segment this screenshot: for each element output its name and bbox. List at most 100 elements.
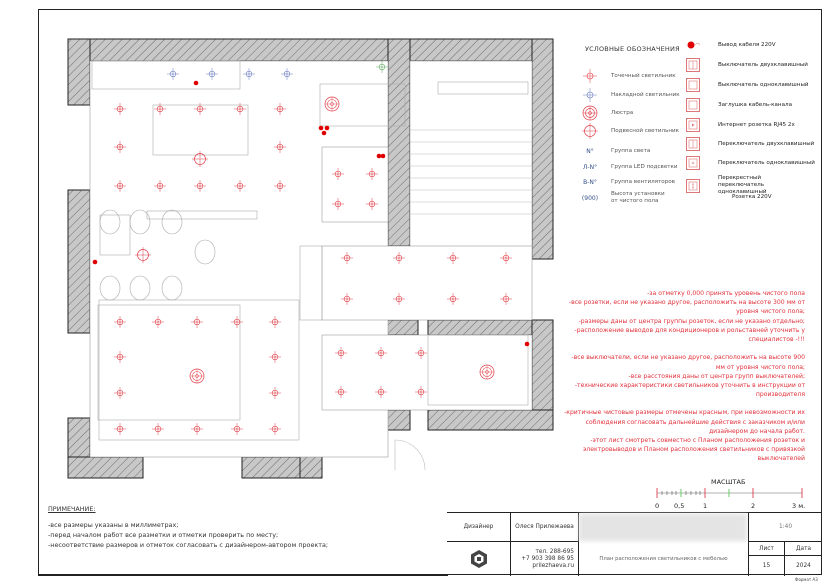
spot-light-icon (194, 180, 206, 192)
legend-item: N°Группа света (575, 143, 725, 159)
spot-light-icon (194, 103, 206, 115)
legend-label: Перекрестный переключатель одноклавишный (718, 175, 767, 195)
legend-item: Точечный светильник (575, 68, 725, 84)
chandelier-icon (189, 368, 205, 384)
chair (99, 209, 121, 235)
designer-contacts: тел. 288-695 +7 903 398 86 95 prilezhaev… (511, 542, 579, 576)
cable-outlet-icon (376, 153, 382, 159)
single-switch-icon (686, 78, 700, 92)
note-line: -за отметку 0,000 принять уровень чистог… (647, 290, 805, 297)
spot-light-icon (341, 252, 353, 264)
spot-light-icon (375, 386, 387, 398)
legend-item: Л-N°Группа LED подсветки (575, 159, 725, 175)
note-line: -расположение выводов для кондиционеров … (574, 326, 805, 334)
chandelier-icon (324, 96, 340, 112)
surface-light-icon (575, 86, 605, 104)
spot-light-icon (447, 293, 459, 305)
cross-switch-icon (686, 178, 700, 193)
legend-label: Группа света (611, 147, 651, 154)
spot-light-icon (191, 423, 203, 435)
surface-light-icon (167, 68, 179, 80)
legend-item: Накладной светильник (575, 87, 725, 103)
spot-light-icon (274, 141, 286, 153)
note-line: дизайнером до начала работ. (708, 427, 805, 435)
spot-light-icon (234, 180, 246, 192)
legend-item: Выключатель двухклавишный (686, 58, 816, 72)
spot-light-icon (231, 316, 243, 328)
spot-light-icon (191, 316, 203, 328)
legend-label: Заглушка кабель-канала (718, 101, 793, 108)
remark-title: ПРИМЕЧАНИЕ: (48, 505, 96, 513)
room (321, 146, 389, 223)
remark-line: -перед началом работ все разметки и отме… (48, 531, 279, 539)
note-line: -все расстояния даны от центра групп вык… (628, 372, 805, 380)
phone-1: тел. 288-695 (535, 548, 574, 555)
wall (531, 38, 554, 260)
spot-light-icon (393, 252, 405, 264)
chair (194, 239, 216, 265)
date-value: 2024 (796, 563, 811, 569)
furniture-outline (427, 334, 529, 406)
spot-light-icon (447, 252, 459, 264)
pendant-light-icon (575, 122, 605, 140)
scale-value: 1:40 (748, 513, 822, 542)
furniture-outline (97, 304, 241, 421)
note-line: -все розетки, если не указано другое, ра… (568, 299, 805, 307)
format-label: Формат А3 (795, 577, 818, 582)
spot-light-icon (366, 198, 378, 210)
spot-light-icon (152, 423, 164, 435)
chair (129, 209, 151, 235)
wall (67, 38, 554, 62)
legend-label: Люстра (611, 109, 634, 116)
cable-outlet-icon (92, 259, 98, 265)
furniture-outline (152, 104, 249, 156)
note-line: -технические характеристики светильников… (574, 381, 805, 389)
furniture-outline (437, 81, 529, 95)
note-line: -критичные чистовые размеры отмечены кра… (564, 409, 805, 417)
note-line: -размеры даны от центра группы розеток, … (578, 317, 805, 325)
legend-label: Подвесной светильник (611, 127, 680, 134)
spot-light-icon (274, 180, 286, 192)
double-switch-icon (686, 58, 700, 72)
spot-light-icon (500, 293, 512, 305)
entrance-door (394, 439, 426, 471)
pendant-light-icon (135, 247, 151, 263)
legend-label: Переключатель двухклавишный (718, 140, 815, 147)
spot-light-icon (375, 347, 387, 359)
pendant-light-icon (192, 151, 208, 167)
spot-light-icon (575, 67, 605, 85)
wall (387, 38, 411, 247)
remark-line: -несоответствие размеров и отметок согла… (48, 541, 329, 549)
chair (129, 275, 151, 301)
spot-light-icon (274, 103, 286, 115)
spot-light-icon (269, 387, 281, 399)
furniture-outline (91, 60, 241, 90)
single-toggle-switch-icon (686, 156, 700, 170)
note-line: -все выключатели, если не указано другое… (571, 354, 805, 362)
cable-channel-plug-icon (686, 98, 700, 112)
wall (427, 409, 554, 431)
legend-label: Выключатель двухклавишный (718, 61, 808, 68)
surface-light-icon (281, 68, 293, 80)
spot-light-icon (332, 168, 344, 180)
spot-light-icon (114, 316, 126, 328)
spot-light-icon (269, 351, 281, 363)
logo-icon (470, 550, 487, 568)
chair (161, 209, 183, 235)
spot-light-icon (269, 316, 281, 328)
legend-label: Переключатель одноклавишный (718, 159, 815, 166)
remark-line: -все размеры указаны в миллиметрах; (48, 521, 179, 529)
chair (161, 275, 183, 301)
led-group-icon: Л-N° (582, 163, 598, 171)
cable-outlet-icon (318, 125, 324, 131)
legend-label: Точечный светильник (611, 72, 676, 79)
cable-outlet-icon (324, 125, 330, 131)
note-line: уровня чистого пола; (736, 308, 805, 316)
note-line: -этот лист смотреть совместно с Планом р… (590, 437, 805, 444)
surface-light-icon (206, 68, 218, 80)
legend-item: Выключатель одноклавишный (686, 78, 816, 92)
legend-label: Накладной светильник (611, 91, 680, 98)
legend-label: Розетка 220V (732, 194, 772, 200)
spot-light-icon (114, 423, 126, 435)
scale-label: 0,5 (674, 502, 685, 510)
